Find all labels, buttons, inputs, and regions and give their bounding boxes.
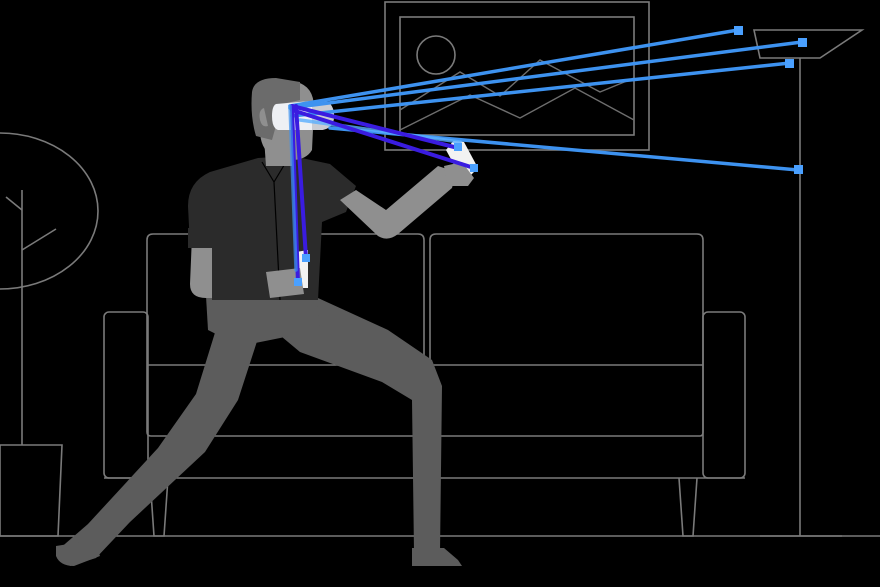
tracker-marker bbox=[798, 38, 807, 47]
tracker-marker bbox=[794, 165, 803, 174]
picture-frame-icon bbox=[384, 1, 650, 151]
tracker-marker bbox=[785, 59, 794, 68]
pelvis bbox=[206, 292, 320, 346]
tracker-markers bbox=[294, 26, 807, 286]
tracker-marker bbox=[470, 164, 478, 172]
shirt bbox=[188, 156, 356, 300]
potted-plant-icon bbox=[0, 132, 99, 537]
front-leg bbox=[240, 298, 442, 552]
tracker-marker bbox=[302, 254, 310, 262]
floor-lamp-icon bbox=[753, 29, 865, 537]
tracker-marker bbox=[734, 26, 743, 35]
tracker-marker bbox=[294, 278, 302, 286]
back-shoe bbox=[56, 540, 100, 566]
tracker-marker bbox=[454, 143, 462, 151]
tracking-beams bbox=[288, 28, 804, 286]
back-leg bbox=[58, 310, 262, 566]
front-shoe bbox=[412, 548, 462, 566]
forearm bbox=[340, 166, 456, 239]
ear bbox=[259, 108, 268, 127]
shirt-sleeve-left bbox=[188, 228, 222, 248]
